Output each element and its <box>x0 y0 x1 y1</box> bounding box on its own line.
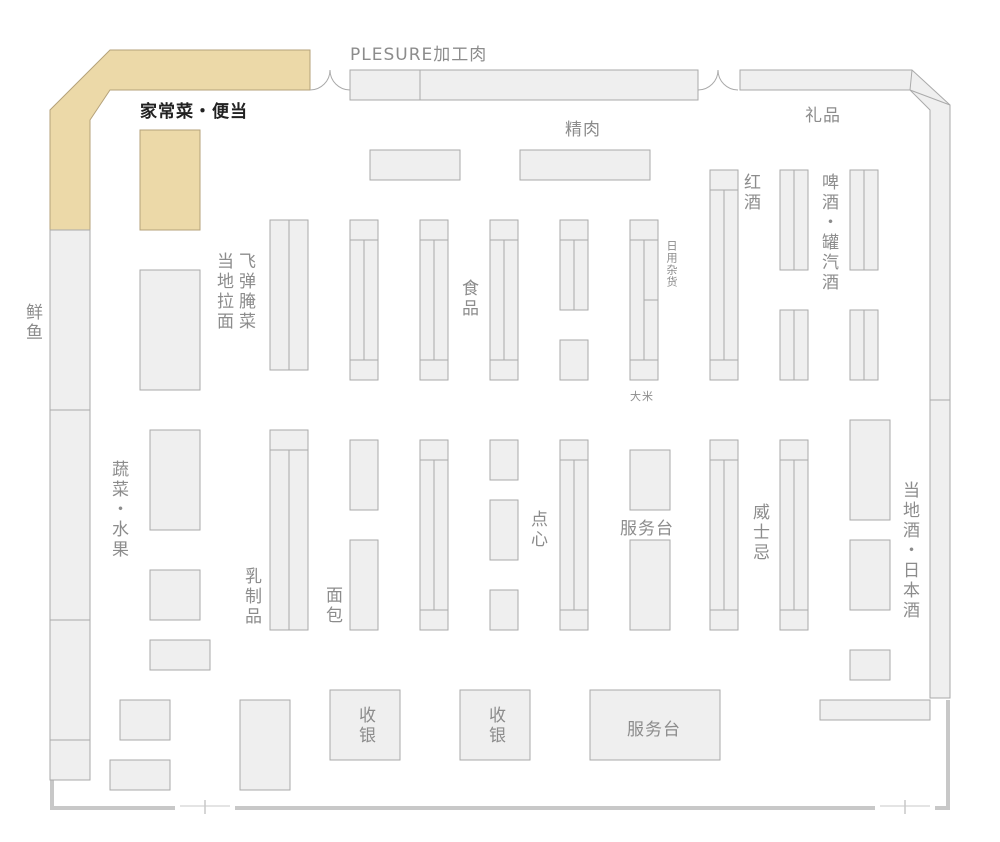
fish-case-4[interactable] <box>49 739 91 781</box>
fish-case-2[interactable] <box>49 409 91 621</box>
left-wall <box>50 780 175 810</box>
service-desk-mid-top[interactable] <box>629 449 671 511</box>
bread-shelf-2[interactable] <box>349 539 379 631</box>
label-food: 食品 <box>458 279 478 319</box>
interior-shelves <box>109 149 931 791</box>
gift-case-corner <box>909 69 913 91</box>
outer-walls <box>50 700 950 814</box>
service-desk-bottom-counter[interactable] <box>589 689 721 761</box>
label-service-desk-mid: 服务台 <box>620 519 674 539</box>
produce-shelf-1[interactable] <box>149 429 201 531</box>
fish-case-1[interactable] <box>49 229 91 411</box>
checkout-counter-1[interactable] <box>329 689 401 761</box>
produce-shelf-3[interactable] <box>149 639 211 671</box>
label-vegetable-fruit: 蔬菜・水果 <box>108 460 128 560</box>
label-beer-soda: 啤酒・罐汽酒 <box>818 173 838 293</box>
sake-shelf-2[interactable] <box>849 539 891 611</box>
dessert-shelf-2[interactable] <box>489 499 519 561</box>
door-1b[interactable] <box>329 69 351 91</box>
label-dairy: 乳制品 <box>241 567 261 627</box>
meat-case-1[interactable] <box>349 69 421 101</box>
deli-shelf-2[interactable] <box>139 269 201 391</box>
label-fresh-fish: 鲜鱼 <box>22 303 42 343</box>
label-local-noodle: 当地拉面 <box>213 252 233 332</box>
label-red-wine: 红酒 <box>740 173 760 213</box>
label-rice: 大米 <box>630 390 654 403</box>
doors <box>309 69 739 91</box>
bottom-left-shelf-3[interactable] <box>239 699 291 791</box>
sake-shelf-3[interactable] <box>849 649 891 681</box>
dessert-shelf-1[interactable] <box>489 439 519 481</box>
left-wall-cases <box>49 229 91 781</box>
top-wall-cases <box>349 69 951 699</box>
gift-case[interactable] <box>739 69 951 401</box>
label-checkout-1: 收银 <box>355 706 375 746</box>
label-plesure-meat: PLESURE加工肉 <box>350 45 488 65</box>
label-gift: 礼品 <box>805 106 841 126</box>
sake-shelf-1[interactable] <box>849 419 891 521</box>
label-local-sake: 当地酒・日本酒 <box>899 481 919 621</box>
label-fine-meat: 精肉 <box>565 120 601 140</box>
label-whisky: 威士忌 <box>749 503 769 563</box>
door-1a[interactable] <box>309 69 331 91</box>
produce-shelf-2[interactable] <box>149 569 201 621</box>
label-pickles: 飞弹腌菜 <box>235 252 255 332</box>
checkout-counter-2[interactable] <box>459 689 531 761</box>
door-2b[interactable] <box>717 69 739 91</box>
bottom-left-shelf-2[interactable] <box>109 759 171 791</box>
sake-bottom-case[interactable] <box>819 699 931 721</box>
meat-island-2[interactable] <box>519 149 651 181</box>
door-2a[interactable] <box>697 69 719 91</box>
deli-shelf-highlight[interactable] <box>139 129 201 231</box>
label-daily-goods: 日用杂货 <box>665 240 678 288</box>
food-end-shelf[interactable] <box>559 339 589 381</box>
service-desk-mid-bottom[interactable] <box>629 539 671 631</box>
fish-case-3[interactable] <box>49 619 91 741</box>
label-checkout-2: 收银 <box>485 706 505 746</box>
meat-case-2[interactable] <box>419 69 699 101</box>
label-bread: 面包 <box>322 586 342 626</box>
bottom-left-shelf-1[interactable] <box>119 699 171 741</box>
label-deli: 家常菜・便当 <box>140 102 248 122</box>
label-dessert: 点心 <box>527 510 547 550</box>
gift-case-divider <box>909 89 951 106</box>
label-service-desk-bottom: 服务台 <box>627 720 681 740</box>
meat-island-1[interactable] <box>369 149 461 181</box>
dessert-shelf-3[interactable] <box>489 589 519 631</box>
bread-shelf-1[interactable] <box>349 439 379 511</box>
right-wall <box>935 700 950 810</box>
sake-wall-case[interactable] <box>929 399 951 699</box>
